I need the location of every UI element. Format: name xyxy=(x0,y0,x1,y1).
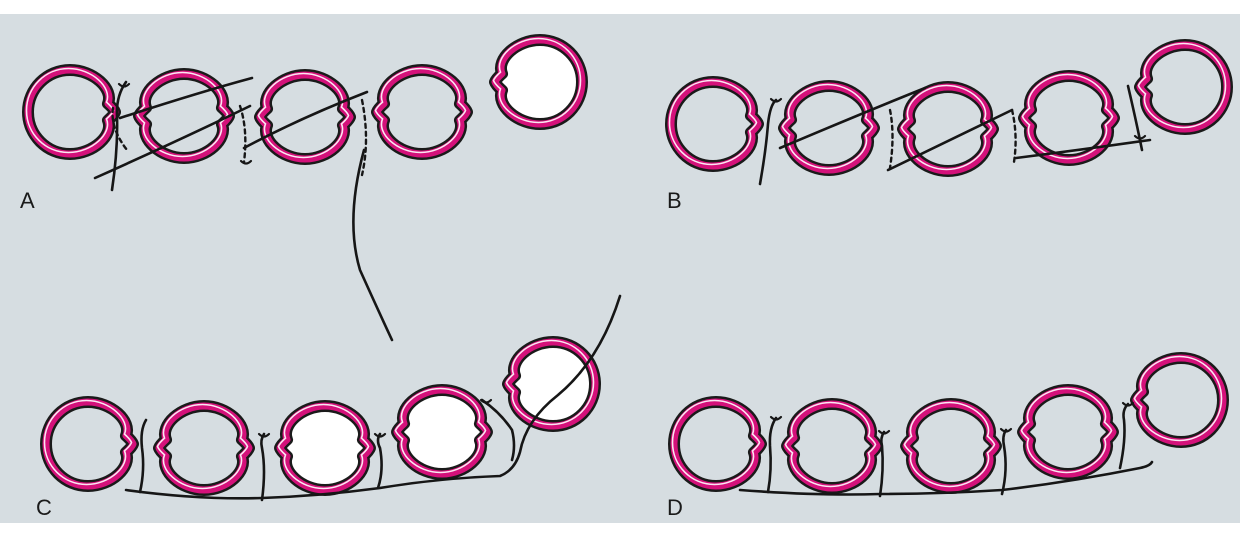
panel-b-diagonal-3 xyxy=(1014,138,1152,160)
panel-a-diagonal-2 xyxy=(118,76,254,120)
panel-b-vessel-loop-4 xyxy=(1018,70,1120,166)
panel-d-stitch-knot-1 xyxy=(769,415,783,421)
panel-b-stitch-knot-4 xyxy=(1133,134,1147,140)
panel-a-stitch-knot-2 xyxy=(239,159,253,165)
panel-b-vessel-loop-1 xyxy=(665,76,764,172)
panel-c-stitch-1 xyxy=(138,418,148,494)
panel-c-stitch-knot-4 xyxy=(479,398,493,404)
panel-c-vessel-loop-5 xyxy=(502,336,601,432)
panel-b-stitch-1 xyxy=(758,98,778,186)
panel-c-vessel-loop-3 xyxy=(274,400,376,496)
panel-c-stitch-2 xyxy=(260,432,266,502)
panel-b-stitch-4 xyxy=(1126,84,1144,152)
panel-label-b: B xyxy=(667,188,682,213)
panel-b-vessel-loop-2 xyxy=(778,80,880,176)
panel-a-vessel-loop-1 xyxy=(22,64,121,160)
panel-d-stitch-1 xyxy=(766,416,778,494)
panel-c-vessel-loop-2 xyxy=(153,400,255,496)
panel-a-diagonal-3 xyxy=(242,90,369,150)
panel-b-stitch-3 xyxy=(1010,108,1017,164)
panel-c-running-thread xyxy=(124,294,622,500)
panel-c-stitch-4 xyxy=(480,398,516,462)
panel-d-stitch-4 xyxy=(1118,402,1130,470)
panel-a-vessel-loop-5 xyxy=(489,34,588,130)
panel-b-stitch-2 xyxy=(888,108,894,170)
panel-a xyxy=(22,34,588,342)
panel-a-stitch-3 xyxy=(360,98,368,177)
panel-a-vessel-loop-3 xyxy=(254,69,356,165)
panel-a-stitch-2 xyxy=(238,104,247,164)
panel-d-running-thread xyxy=(738,460,1154,496)
panel-c-stitch-3 xyxy=(376,432,383,490)
panel-label-a: A xyxy=(20,188,35,213)
panel-label-d: D xyxy=(667,495,683,520)
panel-a-diagonal-1 xyxy=(93,104,252,180)
panel-c-stitch-knot-3 xyxy=(373,432,387,438)
panel-b xyxy=(665,39,1233,186)
panel-b-diagonal-2 xyxy=(886,108,1014,172)
panel-d-stitch-knot-2 xyxy=(877,429,891,435)
panel-d-vessel-loop-3 xyxy=(900,398,1002,494)
panel-d-vessel-loop-2 xyxy=(781,398,883,494)
panel-d-vessel-loop-1 xyxy=(668,396,767,492)
panel-a-stitch-loop-1 xyxy=(111,106,129,152)
panel-d-stitch-knot-4 xyxy=(1121,401,1135,407)
panel-c xyxy=(40,294,622,502)
panel-b-stitch-knot-1 xyxy=(769,97,783,103)
panel-b-diagonal-1 xyxy=(778,86,927,150)
panel-c-stitch-knot-2 xyxy=(257,432,271,438)
panel-c-vessel-loop-4 xyxy=(391,384,493,480)
panel-c-vessel-loop-1 xyxy=(40,396,139,492)
panel-d xyxy=(668,352,1229,498)
panel-b-vessel-loop-5 xyxy=(1134,39,1233,135)
panel-d-stitch-2 xyxy=(878,430,886,498)
figure-background xyxy=(0,14,1240,523)
panel-a-trailing-thread xyxy=(352,148,394,342)
panel-d-stitch-3 xyxy=(1000,428,1008,496)
panel-a-stitch-knot-1 xyxy=(117,82,131,88)
panel-label-c: C xyxy=(36,495,52,520)
panel-d-vessel-loop-5 xyxy=(1130,352,1229,448)
panel-d-stitch-knot-3 xyxy=(999,427,1013,433)
panel-a-vessel-loop-4 xyxy=(371,64,473,160)
panel-d-vessel-loop-4 xyxy=(1017,384,1119,480)
